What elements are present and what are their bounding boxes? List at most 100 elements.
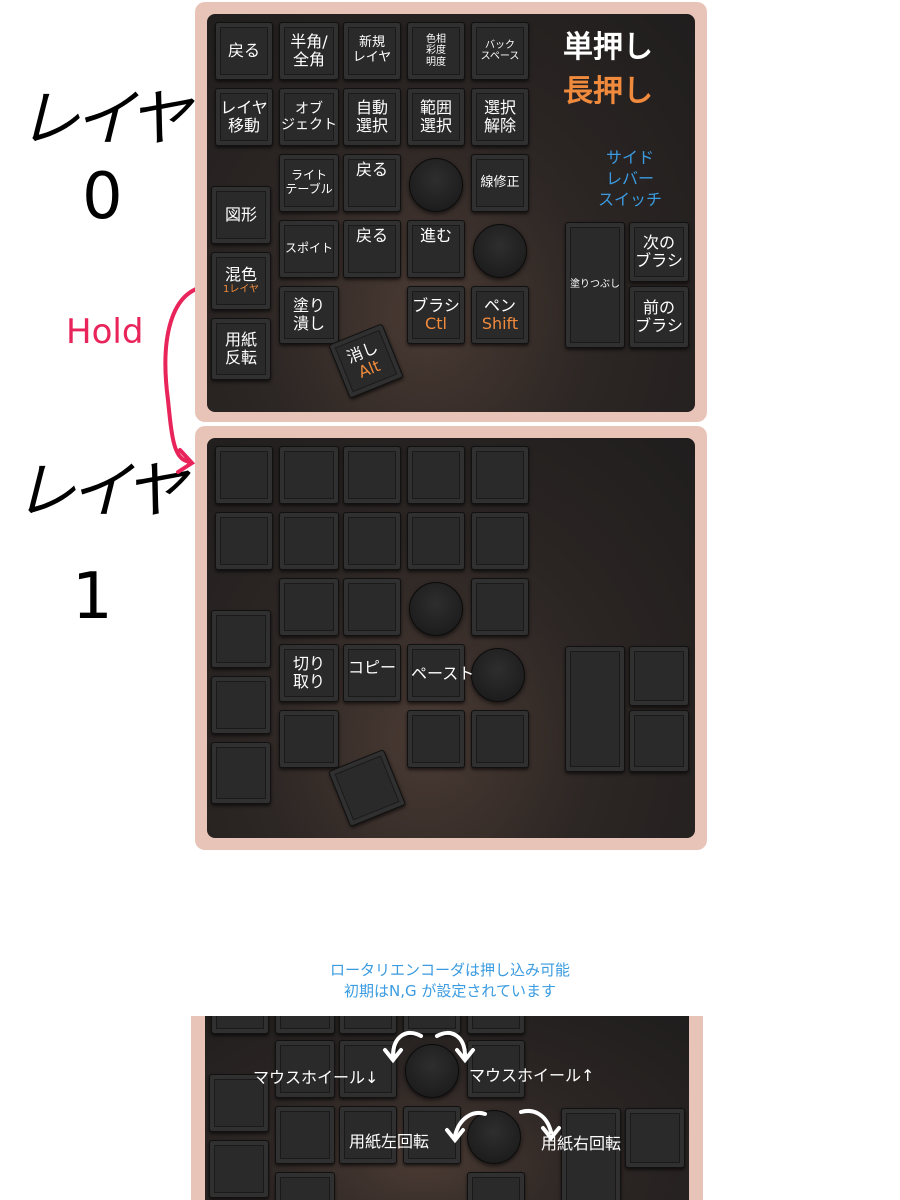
- bucket-lever-key[interactable]: 塗りつぶし: [565, 222, 625, 348]
- paste-key[interactable]: [407, 644, 465, 702]
- blank-key[interactable]: [403, 1016, 461, 1034]
- blank-key[interactable]: [343, 578, 401, 636]
- forward-key[interactable]: 進む: [407, 220, 465, 278]
- light-table-key[interactable]: ライト テーブル: [279, 154, 339, 212]
- blank-key[interactable]: [471, 710, 529, 768]
- side-lever-line: サイド: [605, 148, 654, 167]
- brush-key[interactable]: ブラシ Ctl: [407, 286, 465, 344]
- copy-key[interactable]: コピー: [343, 644, 401, 702]
- blank-key[interactable]: [629, 646, 689, 706]
- blank-key[interactable]: [275, 1040, 335, 1098]
- rotary-encoder-2[interactable]: [473, 224, 527, 278]
- blank-key[interactable]: [343, 446, 401, 504]
- pen-key[interactable]: ペン Shift: [471, 286, 529, 344]
- rotate-left-label: 用紙左回転: [349, 1132, 430, 1151]
- blank-key[interactable]: [407, 446, 465, 504]
- blank-key[interactable]: [471, 512, 529, 570]
- encoder-detail-panel: マウスホイール↓ マウスホイール↑ 用紙左回転 用紙右回転: [191, 1016, 703, 1200]
- blank-key[interactable]: [211, 610, 271, 668]
- rotary-encoder-1[interactable]: [405, 1044, 459, 1098]
- blank-key[interactable]: [209, 1074, 269, 1132]
- blank-key[interactable]: [279, 512, 339, 570]
- back-key[interactable]: 戻る: [215, 22, 273, 80]
- layer1-handwritten-number: 1: [72, 560, 113, 634]
- key-label: 用紙: [224, 329, 257, 349]
- blank-lever-key[interactable]: [565, 646, 625, 772]
- object-key[interactable]: オブ ジェクト: [279, 88, 339, 146]
- rotate-left-arrow-icon: [445, 1111, 487, 1144]
- hankaku-key[interactable]: 半角/ 全角: [279, 22, 339, 80]
- hold-arrow-icon: [163, 284, 210, 474]
- key-label: 色相: [426, 33, 446, 45]
- blank-key[interactable]: [211, 742, 271, 804]
- blank-key[interactable]: [215, 512, 273, 570]
- blank-key[interactable]: [343, 512, 401, 570]
- blank-key[interactable]: [275, 1106, 335, 1164]
- rotary-encoder-1[interactable]: [409, 582, 463, 636]
- blank-key[interactable]: [211, 1016, 269, 1034]
- key-label: 明度: [426, 56, 446, 68]
- blank-key[interactable]: [215, 446, 273, 504]
- layer-move-key[interactable]: レイヤ 移動: [215, 88, 273, 146]
- cut-key[interactable]: 切り 取り: [279, 644, 339, 702]
- eyedropper-key[interactable]: スポイト: [279, 220, 339, 278]
- rotate-ccw-arrow-icon: [383, 1030, 423, 1064]
- key-label: 図形: [224, 204, 257, 224]
- key-label: 自動: [355, 97, 388, 117]
- shape-key[interactable]: 図形: [211, 186, 271, 244]
- paste-label: ペースト: [411, 664, 475, 683]
- rotate-right-label: 用紙右回転: [541, 1134, 622, 1153]
- blank-key[interactable]: [279, 446, 339, 504]
- blank-key[interactable]: [625, 1108, 685, 1168]
- encoder-note-line: 初期はN,G が設定されています: [344, 982, 556, 1000]
- blank-key[interactable]: [275, 1172, 335, 1200]
- hold-annotation: Hold: [66, 312, 144, 352]
- blank-key[interactable]: [339, 1016, 397, 1034]
- blank-key[interactable]: [471, 578, 529, 636]
- side-lever-line: スイッチ: [597, 189, 662, 209]
- rotary-encoder-2[interactable]: [467, 1110, 521, 1164]
- hue-key[interactable]: 色相 彩度 明度: [407, 22, 465, 80]
- blank-key[interactable]: [327, 748, 407, 828]
- range-select-key[interactable]: 範囲 選択: [407, 88, 465, 146]
- fill-key[interactable]: 塗り 潰し: [279, 286, 339, 344]
- layer0-handwritten-number: 0: [82, 160, 123, 234]
- rotary-encoder-1[interactable]: [409, 158, 463, 212]
- blank-key[interactable]: [467, 1172, 525, 1200]
- blank-key[interactable]: [467, 1016, 525, 1034]
- eraser-key[interactable]: 消し Alt: [328, 323, 404, 399]
- new-layer-key[interactable]: 新規 レイヤ: [343, 22, 401, 80]
- blank-key[interactable]: [467, 1040, 525, 1098]
- key-label: 戻る: [227, 40, 260, 60]
- key-label: 進む: [419, 226, 452, 245]
- blank-key[interactable]: [211, 676, 271, 734]
- key-label: 反転: [224, 348, 257, 367]
- blank-key[interactable]: [339, 1106, 397, 1164]
- key-label: レイヤ: [352, 50, 392, 65]
- blank-key[interactable]: [279, 710, 339, 768]
- blank-key[interactable]: [407, 512, 465, 570]
- line-fix-key[interactable]: 線修正: [471, 154, 529, 212]
- next-brush-key[interactable]: 次の ブラシ: [629, 222, 689, 282]
- back-key-3[interactable]: 戻る: [343, 220, 401, 278]
- blend-key[interactable]: 混色 1レイヤ: [211, 252, 271, 310]
- blank-key[interactable]: [471, 446, 529, 504]
- back-key-2[interactable]: 戻る: [343, 154, 401, 212]
- blank-key[interactable]: [407, 710, 465, 768]
- blank-key[interactable]: [561, 1108, 621, 1200]
- blank-key[interactable]: [275, 1016, 335, 1034]
- deselect-key[interactable]: 選択 解除: [471, 88, 529, 146]
- backspace-key[interactable]: バック スペース: [471, 22, 529, 80]
- rotary-encoder-2[interactable]: [471, 648, 525, 702]
- key-label: 新規: [358, 35, 385, 51]
- blank-key[interactable]: [209, 1140, 269, 1198]
- blank-key[interactable]: [629, 710, 689, 772]
- paper-flip-key[interactable]: 用紙 反転: [211, 318, 271, 380]
- auto-select-key[interactable]: 自動 選択: [343, 88, 401, 146]
- prev-brush-key[interactable]: 前の ブラシ: [629, 286, 689, 348]
- side-lever-label: サイド レバー スイッチ: [585, 148, 675, 210]
- key-label: 切り: [292, 653, 325, 673]
- key-label: 塗りつぶし: [569, 279, 621, 291]
- blank-key[interactable]: [279, 578, 339, 636]
- blank-key[interactable]: [339, 1040, 397, 1098]
